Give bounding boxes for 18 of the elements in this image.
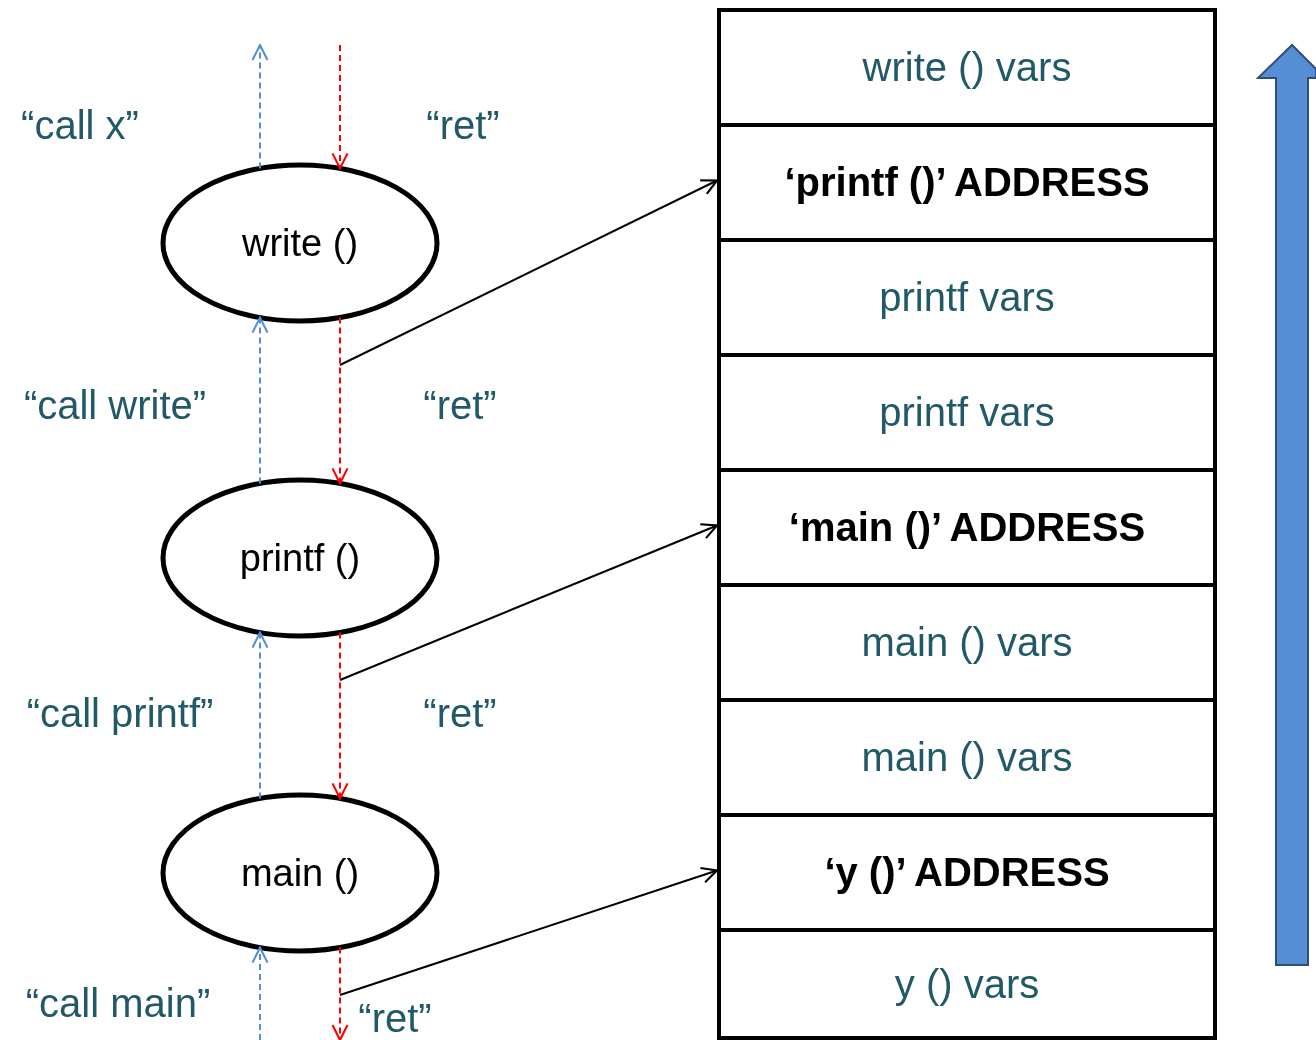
stack-vars-text: printf vars [879,275,1055,320]
function-name: main () [240,851,360,895]
stack-vars-text: y () vars [894,961,1040,1007]
function-name: write () [241,221,359,265]
stack-vars-text: write () vars [862,45,1072,90]
return-address-text: ‘main ()’ ADDRESS [788,505,1146,550]
arrow [339,867,719,996]
stack-vars-text: main () vars [861,620,1073,665]
arrow [339,179,719,366]
return-address-text: ‘y ()’ ADDRESS [824,850,1110,895]
arrow [339,523,719,681]
function-ellipse [160,162,440,324]
stack-vars-text: printf vars [879,390,1055,435]
stack-vars-text: main () vars [861,735,1073,780]
return-address-text: ‘printf ()’ ADDRESS [784,160,1150,205]
function-name: printf () [239,536,361,580]
function-ellipse [160,792,440,954]
function-ellipse [160,477,440,639]
